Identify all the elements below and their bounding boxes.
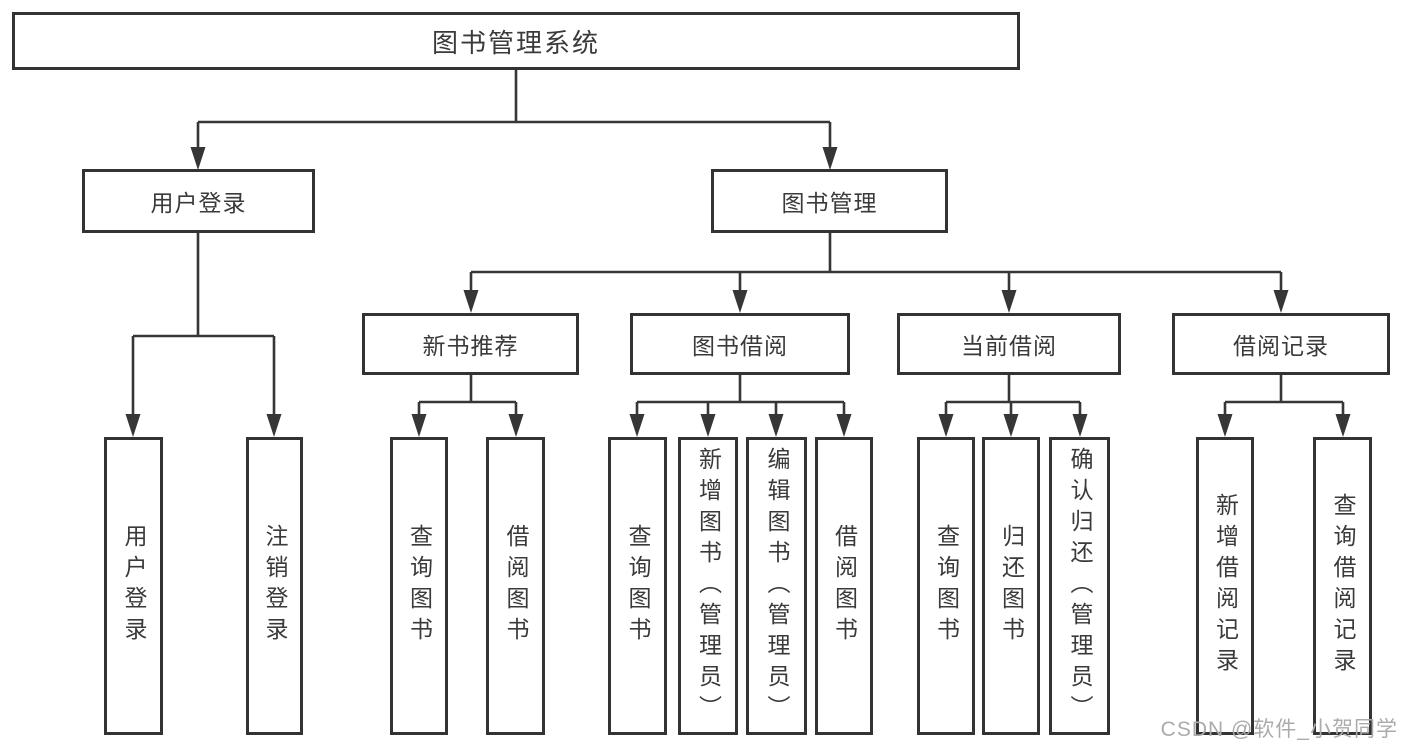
arrowhead	[463, 290, 479, 313]
leaf-label: 查询借阅记录	[1330, 493, 1356, 679]
connector-bookmgmt-to-level3	[469, 233, 1283, 292]
leaf-label: 查询图书	[625, 524, 651, 648]
arrowhead	[411, 414, 427, 437]
leaf-cb-confirm-return-admin: 确认归还（管理员）	[1049, 437, 1110, 735]
arrowhead	[700, 414, 716, 437]
node-borrowing-records: 借阅记录	[1172, 313, 1390, 375]
leaf-label: 借阅图书	[503, 524, 529, 648]
node-book-borrowing: 图书借阅	[630, 313, 850, 375]
leaf-logout: 注销登录	[246, 437, 303, 735]
leaf-label: 借阅图书	[831, 524, 858, 648]
connector-newbook-to-leaves	[417, 375, 518, 416]
arrowhead	[629, 414, 645, 437]
leaf-cb-return-books: 归还图书	[982, 437, 1040, 735]
leaf-label: 新增图书（管理员）	[695, 446, 722, 726]
arrowhead	[508, 414, 524, 437]
arrowhead	[836, 414, 852, 437]
leaf-label: 查询图书	[406, 524, 433, 648]
leaf-label: 新增借阅记录	[1212, 493, 1239, 679]
arrowhead	[266, 414, 282, 437]
leaf-br-add-record: 新增借阅记录	[1196, 437, 1254, 735]
leaf-br-query-record: 查询借阅记录	[1313, 437, 1372, 735]
connector-bookborrow-to-leaves	[635, 375, 846, 416]
connector-currentborrow-to-leaves	[944, 375, 1082, 416]
node-current-borrowing: 当前借阅	[897, 313, 1121, 375]
arrowhead	[1217, 414, 1233, 437]
leaf-nb-borrow-books: 借阅图书	[486, 437, 545, 735]
connector-records-to-leaves	[1223, 375, 1345, 416]
arrowhead	[938, 414, 954, 437]
node-new-book-recommend: 新书推荐	[362, 313, 579, 375]
leaf-label: 用户登录	[121, 524, 147, 648]
leaf-user-login: 用户登录	[104, 437, 163, 735]
leaf-label: 编辑图书（管理员）	[764, 446, 790, 726]
csdn-watermark: CSDN @软件_小贺同学	[1160, 718, 1398, 741]
leaf-label: 确认归还（管理员）	[1067, 446, 1093, 726]
arrowhead	[1335, 414, 1351, 437]
node-user-login: 用户登录	[82, 169, 315, 233]
leaf-bb-add-books-admin: 新增图书（管理员）	[678, 437, 738, 735]
arrowhead	[1003, 414, 1019, 437]
connector-root-to-level2	[196, 70, 832, 150]
arrowheads	[125, 147, 1351, 437]
arrowhead	[732, 290, 748, 313]
leaf-bb-edit-books-admin: 编辑图书（管理员）	[746, 437, 807, 735]
arrowhead	[1001, 290, 1017, 313]
leaf-bb-borrow-books: 借阅图书	[815, 437, 873, 735]
leaf-label: 注销登录	[262, 524, 288, 648]
arrowhead	[1273, 290, 1289, 313]
leaf-label: 查询图书	[933, 524, 960, 648]
node-root: 图书管理系统	[12, 12, 1020, 70]
arrowhead	[1072, 414, 1088, 437]
leaf-bb-query-books: 查询图书	[608, 437, 667, 735]
node-book-management: 图书管理	[711, 169, 948, 233]
arrowhead	[125, 414, 141, 437]
arrowhead	[822, 147, 838, 170]
leaf-nb-query-books: 查询图书	[390, 437, 448, 735]
arrowhead	[768, 414, 784, 437]
leaf-cb-query-books: 查询图书	[917, 437, 975, 735]
arrowhead	[190, 147, 206, 170]
leaf-label: 归还图书	[998, 524, 1025, 648]
connector-userlogin-to-leaves	[131, 233, 276, 416]
